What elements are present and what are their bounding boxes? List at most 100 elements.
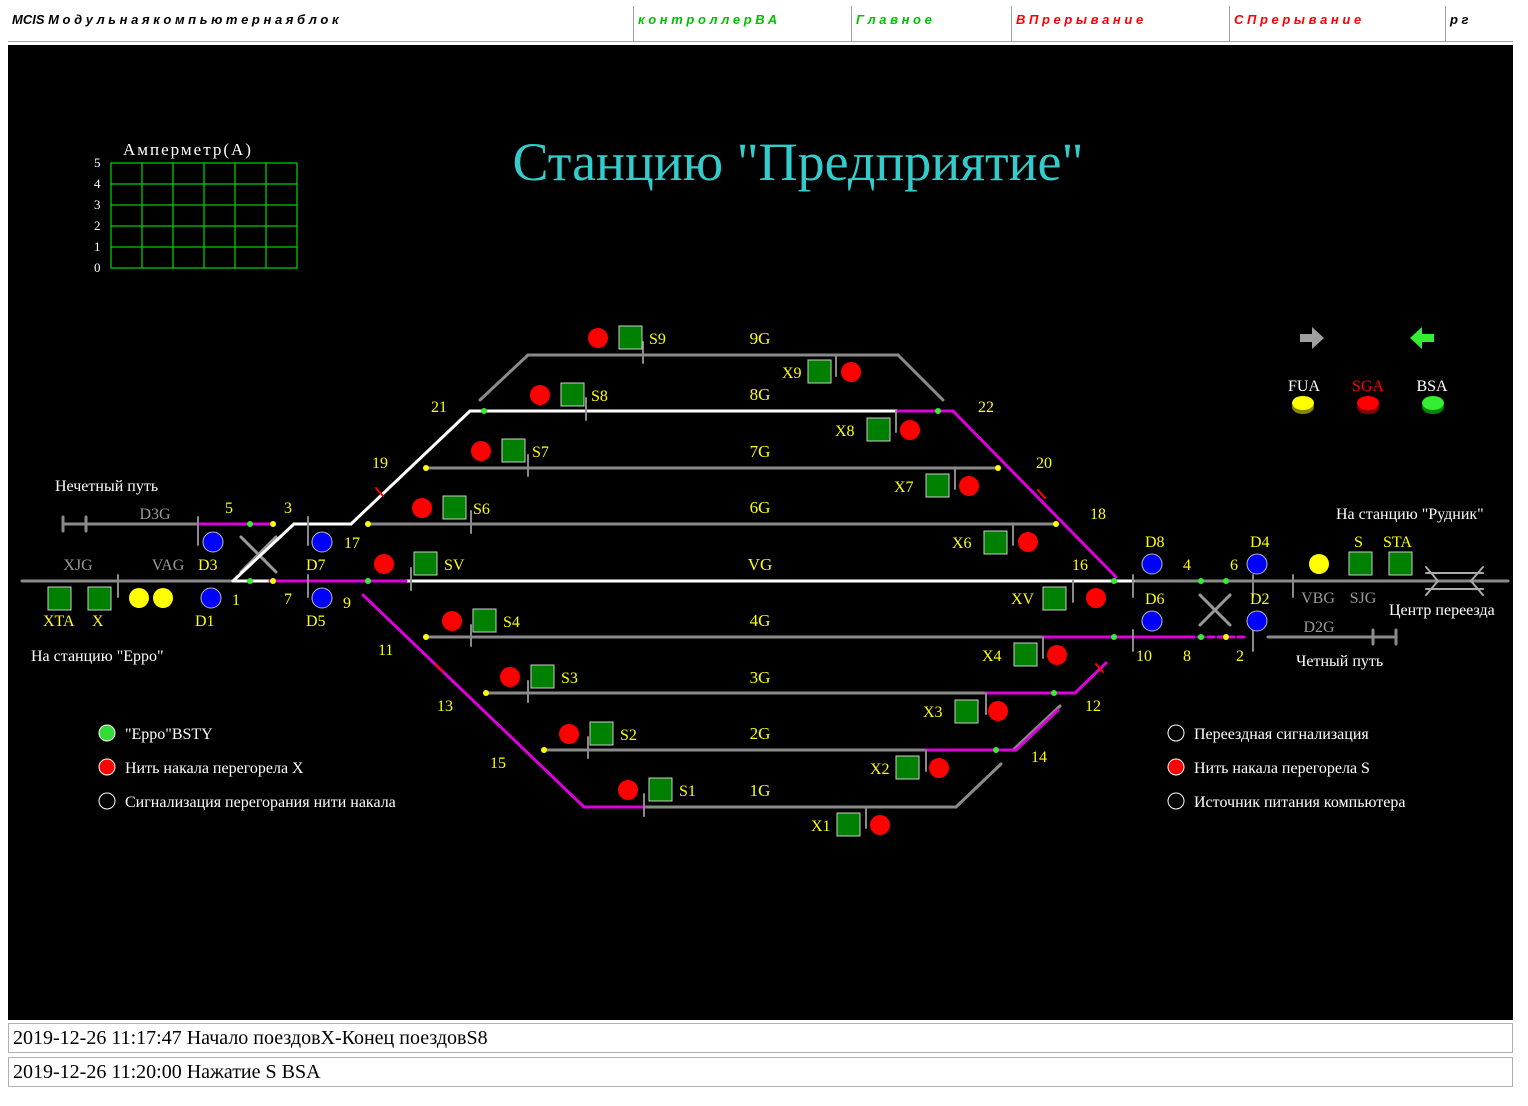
indicator-label: Сигнализация перегорания нити накала (125, 794, 396, 811)
signal-label: X1 (811, 818, 831, 835)
menu-item-interrupt-c[interactable]: C П р е р ы в а н и е (1229, 6, 1445, 42)
switch-number: 5 (225, 500, 233, 517)
fua-button-icon[interactable] (1292, 396, 1314, 410)
switch-number: 16 (1072, 557, 1088, 574)
menu-bar: MCIS М о д у л ь н а я к о м п ь ю т е р… (8, 6, 1513, 44)
signal-x1[interactable]: X1 (811, 812, 890, 837)
signal-label: S1 (679, 783, 696, 800)
sga-button-icon[interactable] (1357, 396, 1379, 410)
section-label-vbg: VBG (1301, 590, 1335, 607)
signal-x9[interactable]: X9 (782, 359, 861, 384)
signal-label: D7 (306, 557, 326, 574)
signal-label: S2 (620, 727, 637, 744)
signal-xta[interactable]: XTA (43, 586, 75, 630)
signal-s[interactable]: S (1309, 534, 1373, 576)
signal-x7[interactable]: X7 (894, 473, 979, 498)
track-label-6g: 6G (750, 498, 771, 517)
section-label-sjg: SJG (1350, 590, 1377, 607)
menu-item-app-title[interactable]: MCIS М о д у л ь н а я к о м п ь ю т е р… (8, 6, 633, 42)
signal-x8[interactable]: X8 (835, 417, 920, 442)
signal-x[interactable]: X (87, 586, 173, 630)
switch-number: 12 (1085, 698, 1101, 715)
indicator-label: "Ерро"BSTY (125, 726, 213, 743)
signal-xv[interactable]: XV (1011, 586, 1106, 611)
ammeter-tick: 5 (94, 155, 101, 170)
to-erro-label: На станцию "Ерро" (31, 648, 164, 665)
signal-label: X3 (923, 704, 943, 721)
signal-label: D4 (1250, 534, 1270, 551)
signal-label: XV (1011, 591, 1035, 608)
menu-item-main[interactable]: Г л а в н о е (851, 6, 1011, 42)
indicator-crossing-signal: Переездная сигнализация (1167, 724, 1369, 743)
switch-number: 13 (437, 698, 453, 715)
shunt-signal-d1[interactable]: D1 (195, 587, 222, 630)
signal-label: STA (1383, 534, 1412, 551)
crossing-icon (1425, 566, 1484, 596)
switch-number: 14 (1031, 749, 1047, 766)
signal-x6[interactable]: X6 (952, 530, 1038, 555)
signal-x4[interactable]: X4 (982, 642, 1067, 667)
event-log-line: 2019-12-26 11:20:00 Нажатие S BSA (8, 1057, 1513, 1087)
signal-label: S4 (503, 614, 520, 631)
switch-number: 22 (978, 399, 994, 416)
signal-label: D2 (1250, 591, 1270, 608)
signal-s2[interactable]: S2 (559, 721, 637, 746)
menu-item-controller[interactable]: к о н т р о л л е р B A (633, 6, 851, 42)
signal-label: X2 (870, 761, 890, 778)
station-diagram-canvas: Станцию "Предприятие" Амперметр(A) 5 4 3… (8, 45, 1513, 1020)
menu-item-interrupt-b[interactable]: B П р е р ы в а н и е (1011, 6, 1229, 42)
fua-label: FUA (1288, 378, 1320, 395)
switch-number: 2 (1236, 648, 1244, 665)
track-label-9g: 9G (750, 329, 771, 348)
shunt-signal-d4[interactable]: D4 (1246, 534, 1270, 575)
switch-number: 8 (1183, 648, 1191, 665)
ammeter-grid (110, 162, 298, 269)
shunt-signal-d6[interactable]: D6 (1141, 591, 1165, 632)
shunt-signal-d7[interactable]: D7 (306, 531, 333, 574)
track-label-1g: 1G (750, 781, 771, 800)
section-label-d3g: D3G (139, 506, 171, 523)
menu-item-rg[interactable]: р г (1445, 6, 1513, 42)
ammeter-label: Амперметр(A) (123, 140, 253, 159)
signal-s9[interactable]: S9 (588, 325, 666, 350)
indicator-power-source: Источник питания компьютера (1167, 792, 1405, 811)
signal-s3[interactable]: S3 (500, 664, 578, 689)
section-label-xjg: XJG (63, 557, 93, 574)
signal-sv[interactable]: SV (374, 551, 465, 576)
even-track-label: Четный путь (1296, 653, 1383, 670)
signal-s7[interactable]: S7 (471, 438, 549, 463)
switch-number: 10 (1136, 648, 1152, 665)
switch-number: 15 (490, 755, 506, 772)
signal-s8[interactable]: S8 (530, 382, 608, 407)
ammeter-tick: 1 (94, 239, 101, 254)
shunt-signal-d8[interactable]: D8 (1141, 534, 1165, 575)
signal-x2[interactable]: X2 (870, 755, 949, 780)
bsa-button-icon[interactable] (1422, 396, 1444, 410)
signal-sta[interactable]: STA (1383, 534, 1413, 576)
signal-label: D8 (1145, 534, 1165, 551)
indicator-filament-s: Нить накала перегорела S (1167, 758, 1370, 777)
to-rudnik-label: На станцию "Рудник" (1336, 506, 1484, 523)
indicator-filament-alarm: Сигнализация перегорания нити накала (98, 792, 396, 811)
signal-x3[interactable]: X3 (923, 699, 1008, 724)
signal-s1[interactable]: S1 (618, 777, 696, 802)
ammeter-panel: Амперметр(A) 5 4 3 2 1 0 (94, 140, 298, 275)
shunt-signal-d2[interactable]: D2 (1246, 591, 1270, 632)
left-arrow-icon (1410, 327, 1434, 349)
track-layout (20, 341, 1510, 829)
signal-label: S3 (561, 670, 578, 687)
indicator-filament-x: Нить накала перегорела X (98, 758, 304, 777)
switch-number: 19 (372, 455, 388, 472)
ammeter-tick: 3 (94, 197, 101, 212)
signal-s4[interactable]: S4 (442, 608, 520, 633)
shunt-signal-d5[interactable]: D5 (306, 587, 333, 630)
signal-s6[interactable]: S6 (412, 495, 490, 520)
signal-label: S9 (649, 331, 666, 348)
signal-label: S6 (473, 501, 490, 518)
indicator-label: Нить накала перегорела X (125, 760, 304, 777)
switch-number: 21 (431, 399, 447, 416)
switch-number: 6 (1230, 557, 1238, 574)
shunt-signal-d3[interactable]: D3 (198, 531, 224, 574)
ammeter-tick: 4 (94, 176, 101, 191)
signal-label: SV (444, 557, 465, 574)
